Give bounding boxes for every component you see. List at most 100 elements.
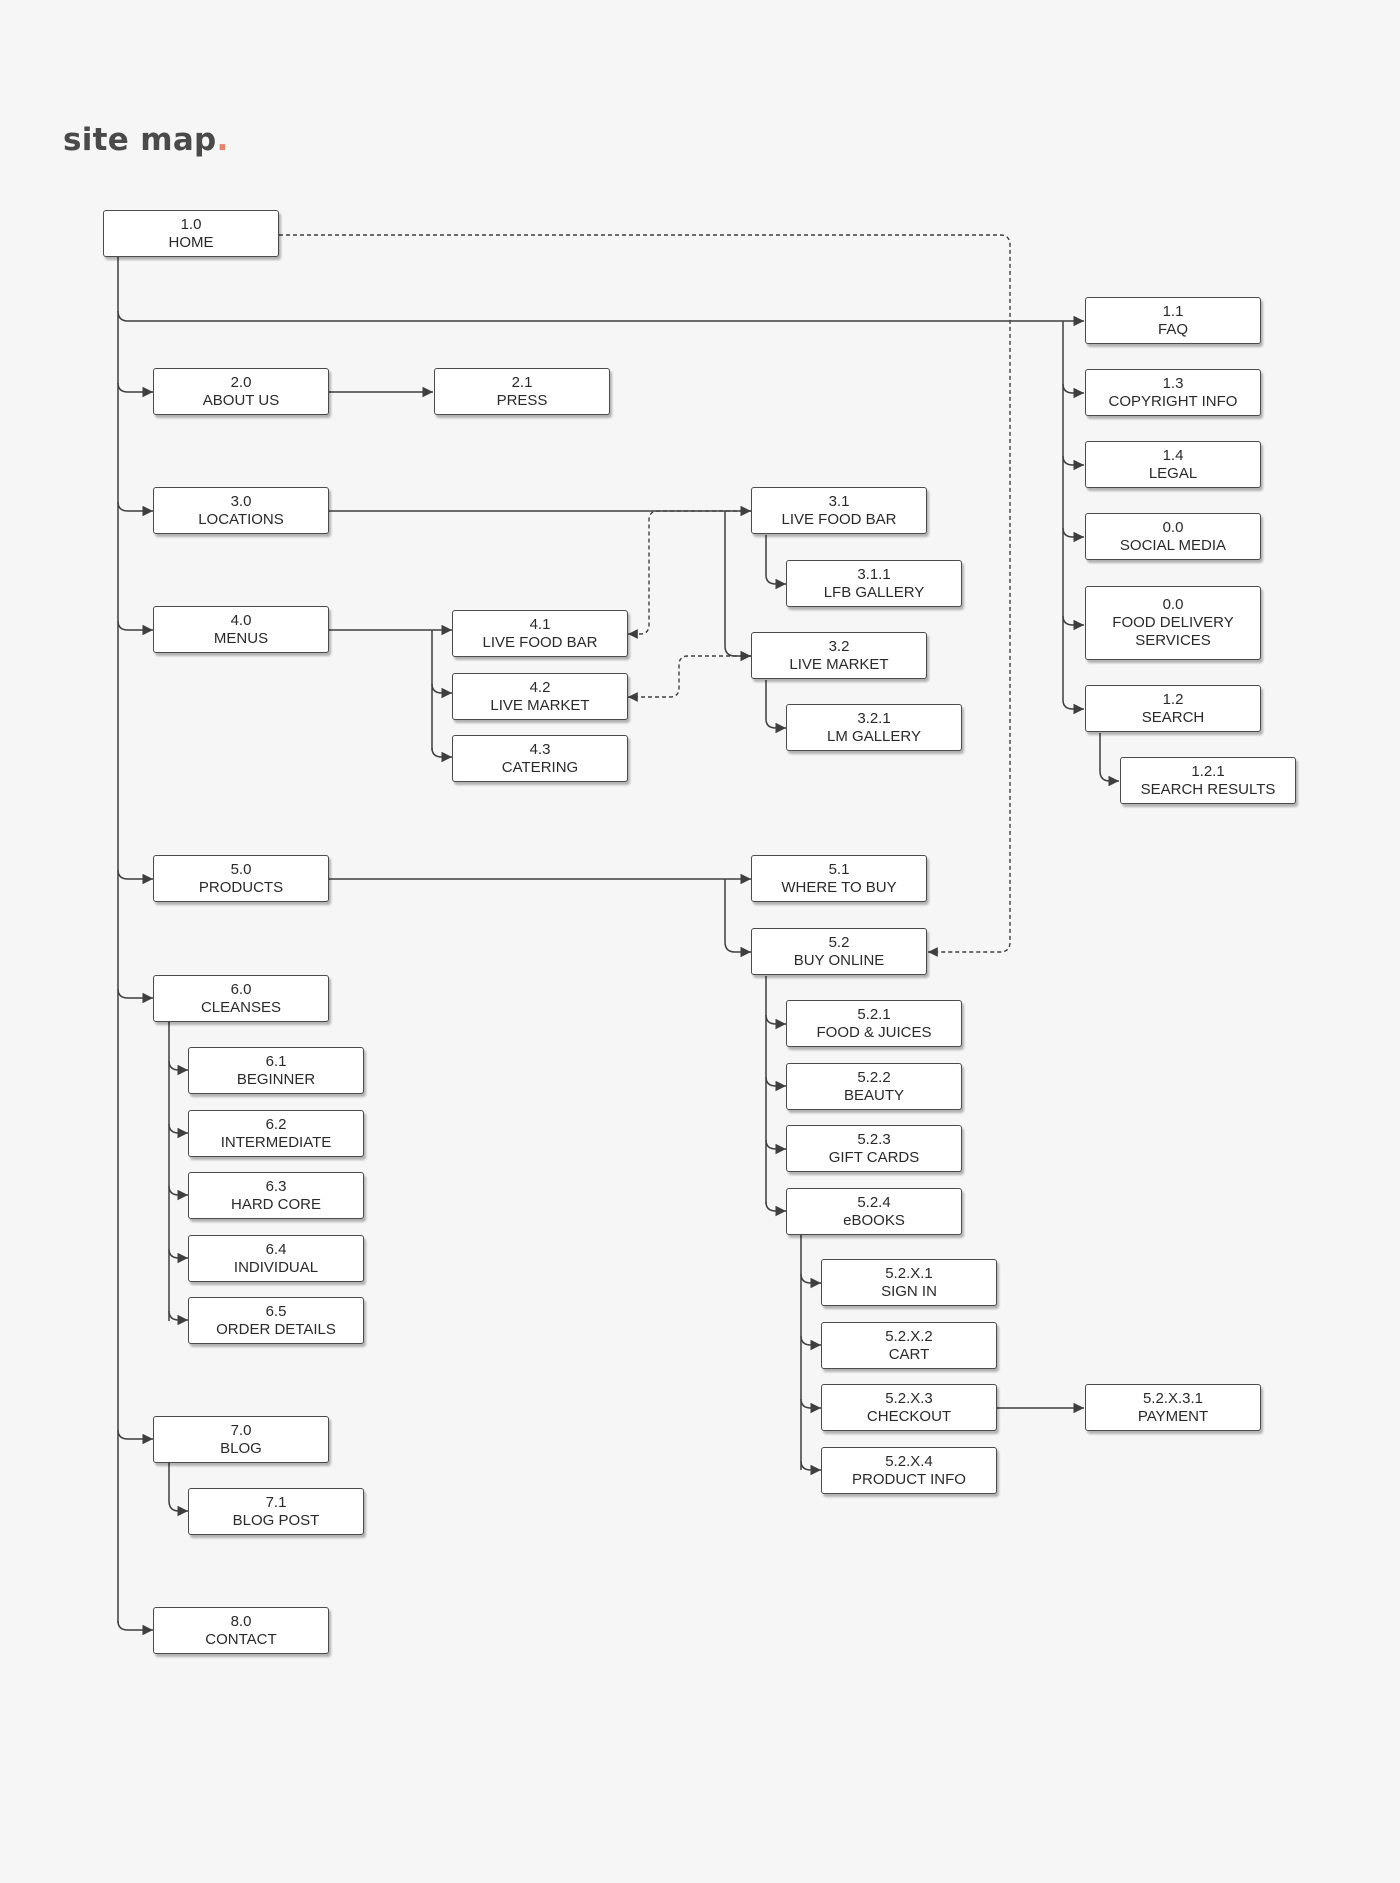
node-label: LFB GALLERY xyxy=(823,583,925,601)
edge-home-faq xyxy=(117,310,1084,327)
edge-cleanses-62 xyxy=(168,1123,188,1139)
title-accent-dot: . xyxy=(216,122,229,158)
node-number: 3.1 xyxy=(828,492,850,510)
node-number: 5.2.X.1 xyxy=(885,1264,933,1282)
edge-blog-post xyxy=(168,1463,188,1517)
node-number: 6.2 xyxy=(265,1115,287,1133)
node-label: SEARCH RESULTS xyxy=(1140,780,1276,798)
edge-home-blog xyxy=(117,1429,153,1445)
node-number: 1.2 xyxy=(1162,690,1184,708)
node-number: 4.1 xyxy=(529,615,551,633)
node-number: 5.2.1 xyxy=(857,1005,891,1023)
node-label: FAQ xyxy=(1157,320,1188,338)
node-label: SIGN IN xyxy=(881,1282,937,1300)
edge-menus-42 xyxy=(431,683,452,699)
edge-ebooks-x3 xyxy=(800,1398,821,1414)
node-number: 2.1 xyxy=(511,373,533,391)
node-number: 5.2.X.3 xyxy=(885,1389,933,1407)
node-label: PRODUCT INFO xyxy=(852,1470,966,1488)
node-label: LEGAL xyxy=(1148,464,1198,482)
node-label: PRESS xyxy=(496,391,548,409)
node-label: CLEANSES xyxy=(200,998,282,1016)
node-number: 3.2.1 xyxy=(857,709,891,727)
edge-faq-copyright xyxy=(1062,383,1084,399)
edge-home-locations xyxy=(117,501,153,517)
edge-ebooks-x1 xyxy=(800,1273,821,1289)
node-label: LIVE MARKET xyxy=(490,696,590,714)
node-label: ABOUT US xyxy=(202,391,280,409)
node-number: 5.2.X.2 xyxy=(885,1327,933,1345)
node-label: COPYRIGHT INFO xyxy=(1108,392,1238,410)
node-number: 4.0 xyxy=(230,611,252,629)
dashed-lfb-menu-lfb xyxy=(628,510,751,639)
node-number: 5.0 xyxy=(230,860,252,878)
node-number: 8.0 xyxy=(230,1612,252,1630)
edge-buy-523 xyxy=(765,1139,786,1155)
edge-cleanses-63 xyxy=(168,1185,188,1201)
node-number: 7.0 xyxy=(230,1421,252,1439)
node-label: LIVE FOOD BAR xyxy=(781,510,897,528)
dashed-lm-menu-lm xyxy=(628,655,751,702)
edge-products-buy xyxy=(724,879,751,958)
edge-home-menus xyxy=(117,620,153,636)
node-number: 1.1 xyxy=(1162,302,1184,320)
node-label: eBOOKS xyxy=(843,1211,905,1229)
node-number: 5.1 xyxy=(828,860,850,878)
node-number: 3.1.1 xyxy=(857,565,891,583)
node-label: WHERE TO BUY xyxy=(781,878,897,896)
node-number: 4.3 xyxy=(529,740,551,758)
edge-ebooks-x2 xyxy=(800,1335,821,1351)
node-number: 4.2 xyxy=(529,678,551,696)
node-number: 5.2.2 xyxy=(857,1068,891,1086)
edge-lfb-gallery xyxy=(765,535,786,590)
node-label: PAYMENT xyxy=(1137,1407,1209,1425)
edge-home-contact xyxy=(117,1620,153,1636)
dashed-home-buyonline xyxy=(279,234,1011,957)
node-number: 6.4 xyxy=(265,1240,287,1258)
edge-locations-lm xyxy=(724,511,751,662)
node-number: 5.2.X.3.1 xyxy=(1142,1389,1204,1407)
node-label: INDIVIDUAL xyxy=(233,1258,319,1276)
